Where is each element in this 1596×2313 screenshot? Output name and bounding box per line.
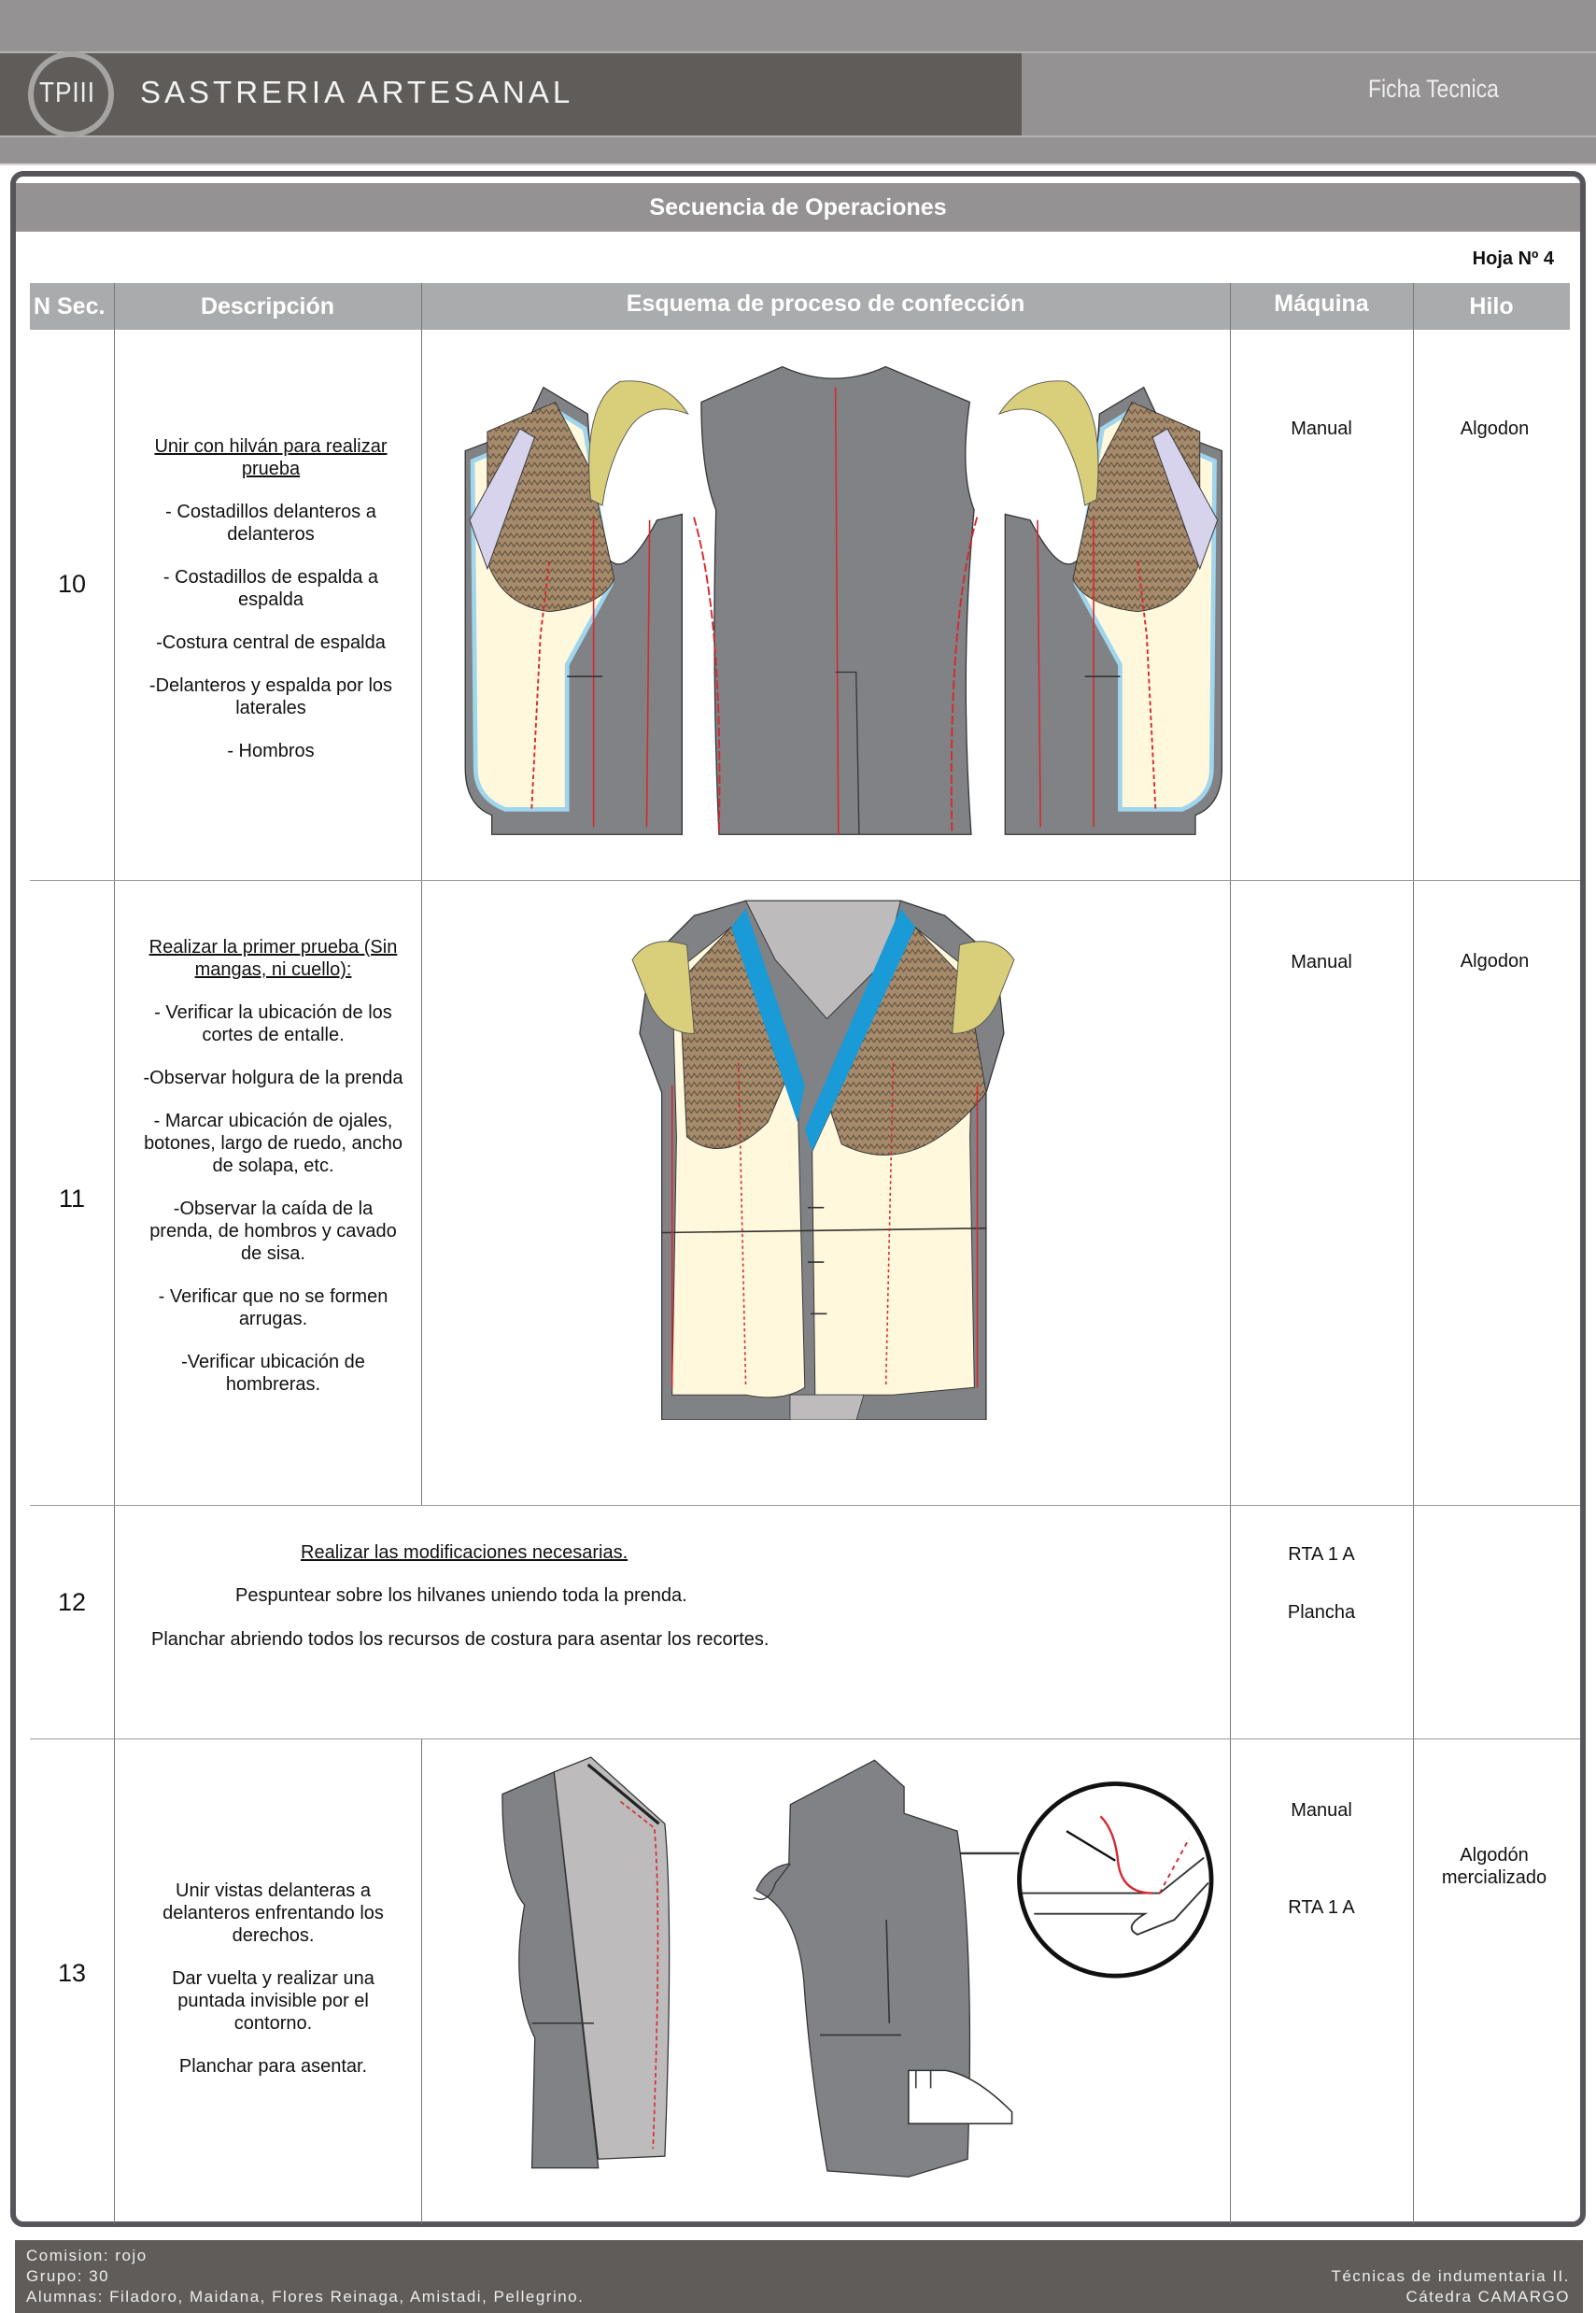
grid-line — [114, 283, 115, 2224]
footer-grupo: Grupo: 30 — [26, 2267, 110, 2285]
description-step: -Verificar ubicación de hombreras. — [181, 1352, 365, 1395]
machine: Plancha — [1287, 1602, 1356, 1623]
description-step: Planchar para asentar. — [178, 2056, 368, 2077]
col-machine: Máquina — [1274, 291, 1369, 317]
machine: Manual — [1291, 952, 1352, 972]
description-step: -Costura central de espalda — [156, 632, 386, 653]
machine: RTA 1 A — [1288, 1544, 1355, 1565]
description-step: Planchar abriendo todos los recursos de … — [151, 1629, 770, 1650]
page-number: Hoja Nº 4 — [1472, 248, 1554, 269]
footer-course: Técnicas de indumentaria II. — [1331, 2267, 1570, 2285]
logo-ring — [28, 51, 114, 137]
seq-number: 13 — [57, 1959, 87, 1987]
row-divider — [30, 1505, 1580, 1506]
grid-line — [421, 283, 422, 1505]
description: Realizar la primer prueba (Sin mangas, n… — [140, 936, 406, 1416]
description-step: - Costadillos de espalda a espalda — [162, 567, 379, 610]
footer: Comision: rojo Grupo: 30 Alumnas: Filado… — [15, 2240, 1583, 2313]
description-step: - Costadillos delanteros a delanteros — [165, 502, 376, 545]
divider — [0, 51, 1596, 53]
description-step: Pespuntear sobre los hilvanes uniendo to… — [235, 1585, 687, 1606]
machine: RTA 1 A — [1288, 1897, 1355, 1918]
machine: Manual — [1291, 419, 1352, 439]
seq-number: 11 — [58, 1185, 86, 1213]
app-title: SASTRERIA ARTESANAL — [140, 75, 574, 109]
document-type: Ficha Tecnica — [1368, 75, 1499, 103]
front-panel-right — [999, 381, 1222, 834]
footer-comision: Comision: rojo — [26, 2247, 148, 2264]
description-title: Realizar la primer prueba (Sin mangas, n… — [148, 937, 398, 980]
facing-diagram — [501, 1756, 1214, 2178]
seq-number: 10 — [57, 570, 87, 598]
description-step: -Observar holgura de la prenda — [143, 1068, 403, 1088]
description-step: - Marcar ubicación de ojales, botones, l… — [144, 1111, 403, 1176]
col-thread: Hilo — [1469, 293, 1514, 319]
description-step: -Observar la caída de la prenda, de homb… — [149, 1199, 397, 1264]
description-title: Unir con hilván para realizar prueba — [154, 436, 388, 479]
description-step: -Delanteros y espalda por los laterales — [148, 675, 393, 718]
seq-number: 12 — [57, 1588, 87, 1616]
description: Unir vistas delanteras a delanteros enfr… — [140, 1880, 406, 2098]
description-step: - Hombros — [227, 741, 315, 761]
description-step: Dar vuelta y realizar una puntada invisi… — [172, 1968, 374, 2034]
col-description: Descripción — [200, 293, 335, 319]
divider — [0, 135, 1596, 137]
sheet-title: Secuencia de Operaciones — [16, 183, 1580, 232]
jacket-fitting-diagram — [631, 900, 1015, 1420]
description-title: Realizar las modificaciones necesarias. — [301, 1542, 629, 1563]
grid-line — [1230, 283, 1231, 2224]
footer-catedra: Cátedra CAMARGO — [1405, 2288, 1570, 2306]
back-panel — [693, 365, 979, 835]
detail-magnifier — [1017, 1781, 1214, 1979]
sheet-frame — [10, 171, 1586, 2227]
grid-line — [1413, 283, 1414, 2224]
thread: Algodon — [1460, 419, 1530, 439]
footer-alumnas: Alumnas: Filadoro, Maidana, Flores Reina… — [26, 2288, 585, 2306]
description-step: Unir vistas delanteras a delanteros enfr… — [162, 1880, 384, 1946]
row-divider — [30, 880, 1580, 881]
header-title-bar — [0, 53, 1022, 135]
col-diagram: Esquema de proceso de confección — [626, 291, 1025, 317]
description-step: - Verificar la ubicación de los cortes d… — [154, 1002, 392, 1045]
grid-line — [421, 1738, 422, 2224]
row-divider — [30, 1738, 1580, 1739]
description-step: - Verificar que no se formen arrugas. — [158, 1286, 388, 1329]
jacket-panels-diagram — [464, 365, 1233, 849]
thread: Algodón mercializado — [1441, 1845, 1547, 1888]
description: Unir con hilván para realizar prueba - C… — [131, 435, 411, 783]
table-header: N Sec. Descripción Esquema de proceso de… — [30, 283, 1570, 330]
logo: TPIII — [39, 76, 95, 108]
front-panel-left — [464, 380, 689, 835]
machine: Manual — [1291, 1800, 1352, 1821]
thread: Algodon — [1460, 951, 1530, 972]
col-seq: N Sec. — [34, 293, 106, 319]
